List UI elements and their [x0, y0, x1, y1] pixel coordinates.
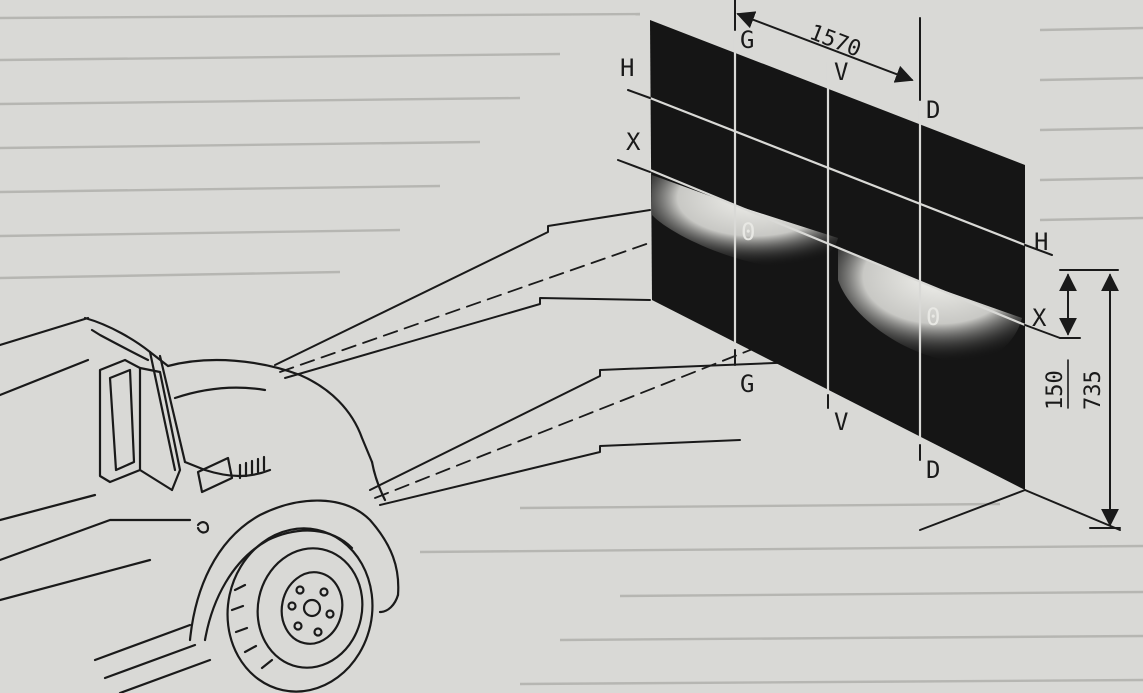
- label-x-left: X: [626, 128, 641, 156]
- label-g-top: G: [740, 26, 754, 54]
- background-text-lines: [0, 12, 1143, 686]
- beam-spot-right: [838, 248, 1022, 363]
- label-d-bottom: D: [926, 456, 940, 484]
- center-height-label: 150: [1043, 370, 1068, 410]
- line-labels: G G V V D D H H X X 0 0: [620, 26, 1048, 484]
- total-height-label: 735: [1081, 370, 1106, 410]
- beam-spot-left: [652, 175, 838, 267]
- label-center-left: 0: [741, 218, 755, 246]
- height-dimensions: 150 735: [1043, 269, 1121, 529]
- label-v-top: V: [834, 58, 848, 86]
- label-h-right: H: [1034, 228, 1048, 256]
- width-dimension-label: 1570: [806, 20, 864, 62]
- label-v-bottom: V: [834, 408, 848, 436]
- label-h-left: H: [620, 54, 634, 82]
- label-center-right: 0: [926, 303, 940, 331]
- truck-front: [0, 316, 400, 693]
- adjustment-screen: [650, 20, 1025, 490]
- label-x-right: X: [1032, 304, 1047, 332]
- label-d-top: D: [926, 96, 940, 124]
- beam-spots: [652, 175, 1022, 363]
- screen-grid: [649, 30, 1026, 445]
- label-g-bottom: G: [740, 370, 754, 398]
